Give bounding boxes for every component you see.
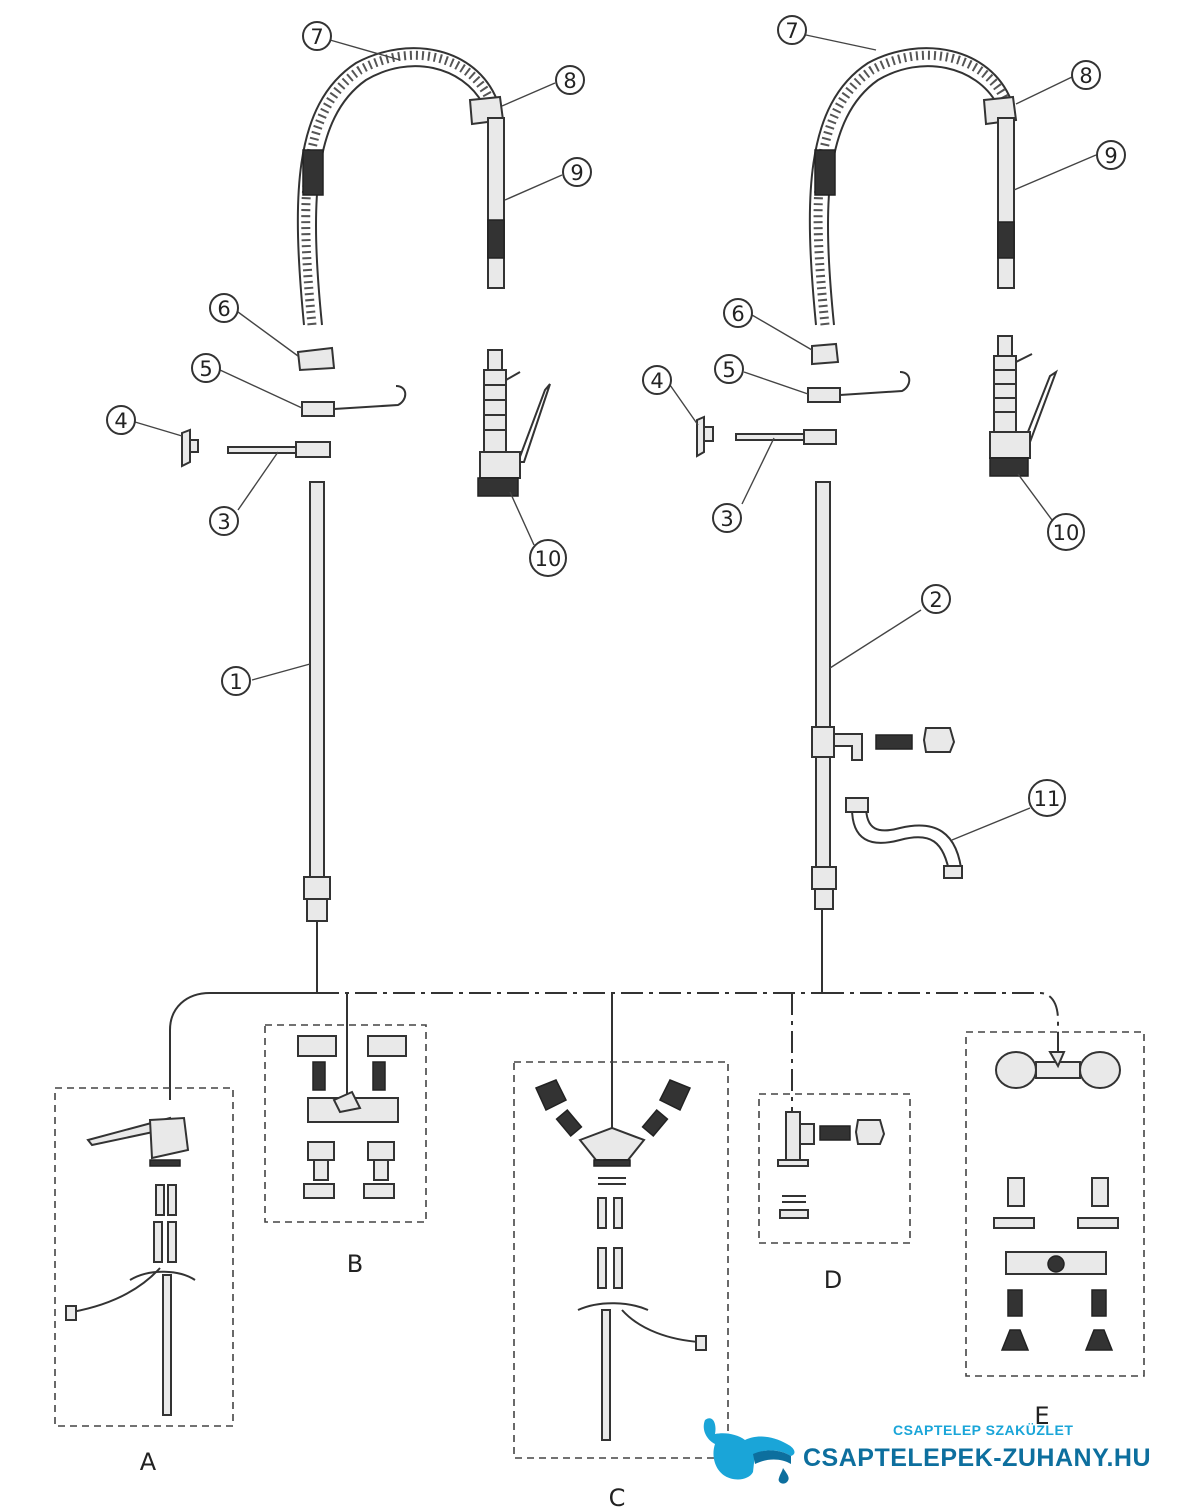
right-spout-tube xyxy=(997,117,1015,289)
variant-label-D: D xyxy=(824,1266,842,1294)
connection-lines xyxy=(169,992,1059,1140)
variant-label-E: E xyxy=(1034,1402,1049,1430)
callout-l6: 6 xyxy=(209,293,239,323)
svg-text:8: 8 xyxy=(563,69,576,93)
callout-l9: 9 xyxy=(562,157,592,187)
callout-r8: 8 xyxy=(1071,60,1101,90)
left-assembly xyxy=(181,47,551,993)
right-bracket xyxy=(807,387,841,403)
svg-text:7: 7 xyxy=(785,19,798,43)
left-riser-pipe xyxy=(309,481,325,878)
right-spring-coil xyxy=(813,50,1010,326)
callout-l3: 3 xyxy=(209,506,239,536)
callout-l1: 1 xyxy=(221,666,251,696)
right-tee xyxy=(811,726,835,758)
right-assembly xyxy=(696,47,1059,993)
callout-r11: 11 xyxy=(1028,779,1066,817)
watermark-tagline: CSAPTELEP SZAKÜZLET xyxy=(893,1422,1074,1438)
svg-text:5: 5 xyxy=(722,358,735,382)
right-valve-handle xyxy=(922,727,956,753)
right-spring-grip xyxy=(814,149,836,196)
svg-text:4: 4 xyxy=(114,409,127,433)
right-nut xyxy=(811,342,840,366)
left-wall-mount xyxy=(181,428,191,468)
svg-text:3: 3 xyxy=(720,507,733,531)
right-valve-cartridge xyxy=(875,734,913,750)
right-riser-pipe xyxy=(815,481,831,868)
leader-lines xyxy=(134,34,1097,841)
svg-text:1: 1 xyxy=(229,670,242,694)
right-wall-mount xyxy=(696,415,705,458)
callout-l8: 8 xyxy=(555,65,585,95)
svg-text:10: 10 xyxy=(535,547,562,571)
variant-box-B xyxy=(264,1024,427,1223)
callout-r6: 6 xyxy=(723,298,753,328)
left-spring-coil xyxy=(301,50,495,326)
svg-text:9: 9 xyxy=(1104,144,1117,168)
svg-text:7: 7 xyxy=(310,25,323,49)
callout-r9: 9 xyxy=(1096,140,1126,170)
svg-text:6: 6 xyxy=(217,297,230,321)
svg-text:4: 4 xyxy=(650,369,663,393)
faucet-logo-icon xyxy=(703,1418,795,1484)
callout-r7: 7 xyxy=(777,15,807,45)
svg-text:3: 3 xyxy=(217,510,230,534)
variant-box-E xyxy=(965,1031,1145,1377)
callout-r10: 10 xyxy=(1047,513,1085,551)
callout-r3: 3 xyxy=(712,503,742,533)
svg-text:5: 5 xyxy=(199,357,212,381)
svg-text:9: 9 xyxy=(570,161,583,185)
left-spout-tube xyxy=(487,117,505,289)
callout-l10: 10 xyxy=(529,539,567,577)
svg-text:6: 6 xyxy=(731,302,744,326)
left-nut xyxy=(296,346,336,372)
svg-text:8: 8 xyxy=(1079,64,1092,88)
callout-r5: 5 xyxy=(714,354,744,384)
callout-r4: 4 xyxy=(642,365,672,395)
svg-text:11: 11 xyxy=(1034,787,1061,811)
variant-label-B: B xyxy=(347,1250,363,1278)
right-spray-valve xyxy=(989,335,1059,477)
left-bracket xyxy=(301,401,335,417)
svg-text:2: 2 xyxy=(929,588,942,612)
right-arm xyxy=(735,433,805,441)
svg-text:10: 10 xyxy=(1053,521,1080,545)
variant-box-D xyxy=(758,1093,911,1244)
callout-r2: 2 xyxy=(921,584,951,614)
variant-box-C xyxy=(513,1061,729,1459)
site-watermark: CSAPTELEP SZAKÜZLET CSAPTELEPEK-ZUHANY.H… xyxy=(695,1410,1195,1500)
watermark-site: CSAPTELEPEK-ZUHANY.HU xyxy=(803,1444,1152,1472)
variant-box-A xyxy=(54,1087,234,1427)
left-spring-grip xyxy=(302,149,324,196)
right-swivel-spout xyxy=(851,807,951,877)
callout-l7: 7 xyxy=(302,21,332,51)
callout-l5: 5 xyxy=(191,353,221,383)
callout-l4: 4 xyxy=(106,405,136,435)
variant-label-C: C xyxy=(609,1484,626,1509)
variant-label-A: A xyxy=(140,1448,157,1476)
left-arm xyxy=(227,446,297,454)
left-spray-valve xyxy=(477,349,551,497)
